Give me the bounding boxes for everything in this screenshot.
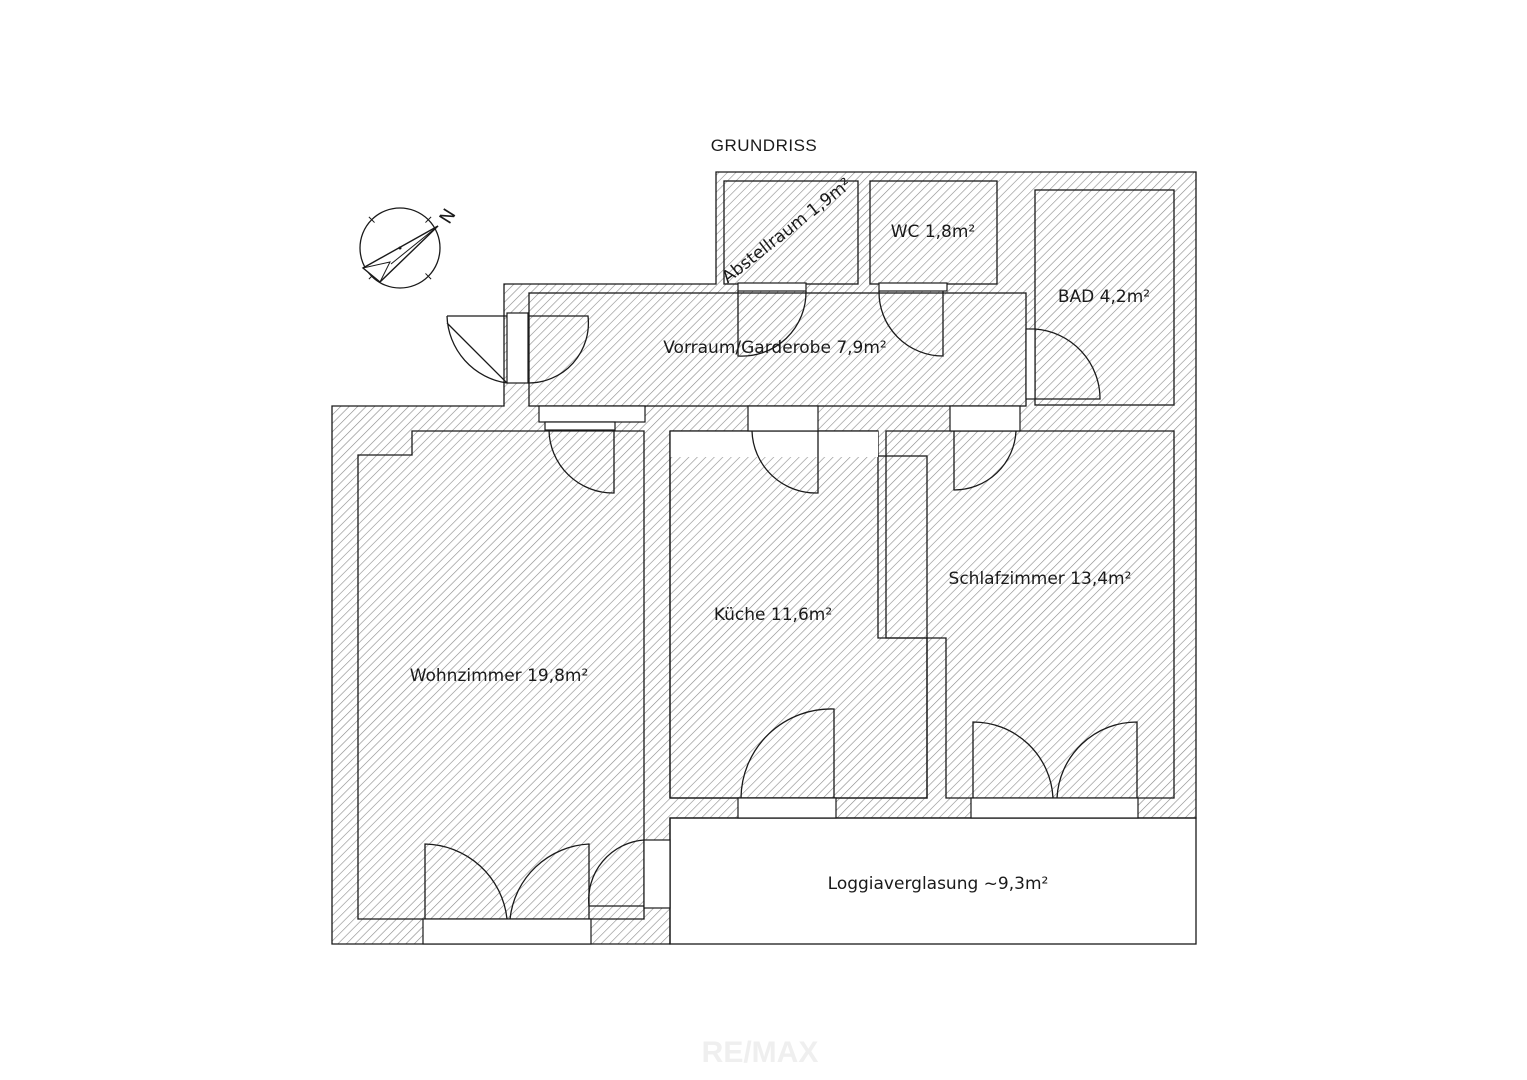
label-bad: BAD 4,2m² (1058, 287, 1150, 307)
label-schlafzimmer: Schlafzimmer 13,4m² (949, 569, 1132, 589)
room-schlafzimmer (885, 430, 1175, 799)
watermark: RE/MAX (702, 1036, 819, 1069)
room-bad (1034, 189, 1175, 406)
north-label: N (436, 205, 461, 228)
label-loggia: Loggiaverglasung ~9,3m² (828, 874, 1049, 894)
room-wohnzimmer (357, 430, 645, 920)
openings (422, 282, 1139, 945)
label-kueche: Küche 11,6m² (714, 605, 832, 625)
north-arrow-icon: N (359, 205, 461, 289)
label-wohnzimmer: Wohnzimmer 19,8m² (410, 666, 589, 686)
plan-title: GRUNDRISS (711, 136, 818, 155)
label-vorraum: Vorraum/Garderobe 7,9m² (663, 338, 886, 358)
door-swings (424, 290, 1138, 920)
label-wc: WC 1,8m² (891, 222, 976, 242)
